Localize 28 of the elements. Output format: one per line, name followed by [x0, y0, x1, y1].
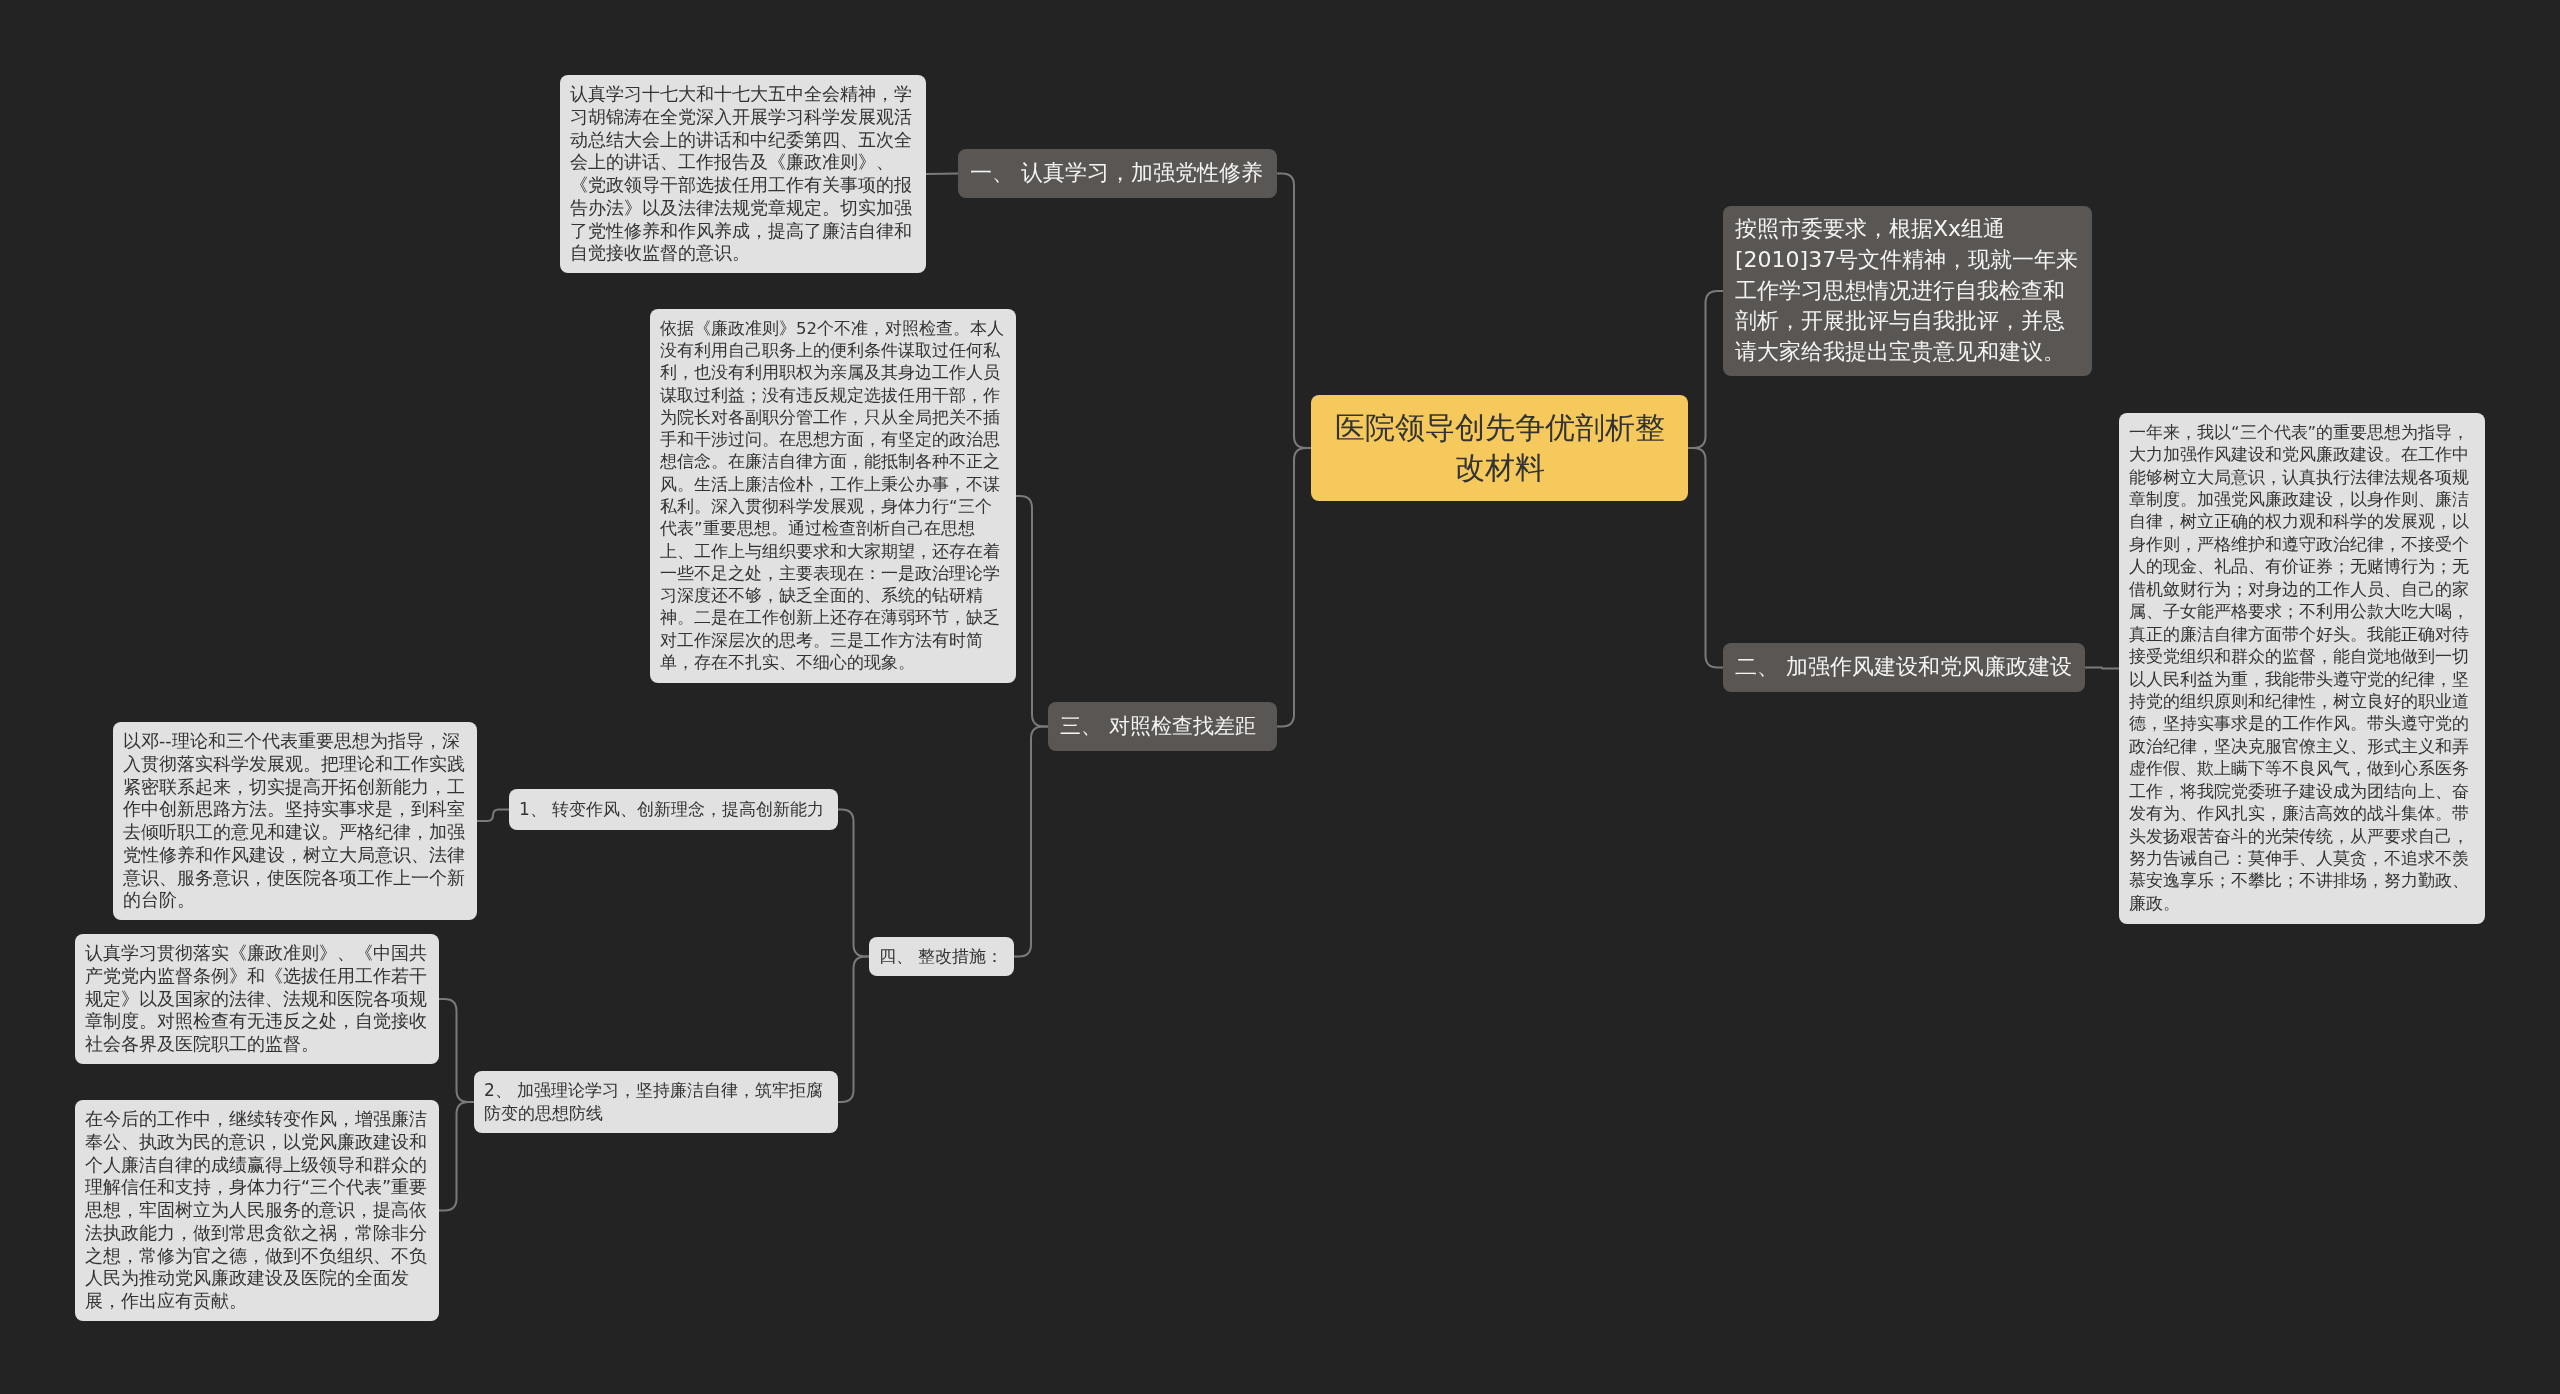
topic-box: [1723, 643, 2085, 692]
central-topic-box: [1311, 395, 1688, 501]
connector-line: [476, 808, 510, 822]
topic-text: 二、 加强作风建设和党风廉政建设: [1735, 653, 2073, 682]
topic-text: 在今后的工作中，继续转变作风，增强廉洁奉公、执政为民的意识，以党风廉政建设和个人廉洁自律的成绩赢得上级领导和群众的理解信任和支持，身体力行“三个代表”重要思想，牢固树立为人民服务的意识，提高依法执政能力，做到常思贪欲之祸，常除非分之想，常修为官之德，做到不负组织、不负人民为推动党风廉政建设及医院的全面发展，作出应有贡献。: [85, 1108, 429, 1313]
topic-box: [1048, 702, 1277, 751]
topic-text: 四、 整改措施：: [879, 945, 1004, 968]
topic-text: 一、 认真学习，加强党性修养: [970, 159, 1264, 188]
note-box: [75, 934, 439, 1064]
connector-line: [2084, 666, 2120, 670]
topic-text: 依据《廉政准则》52个不准，对照检查。本人没有利用自己职务上的便利条件谋取过任何私利，也没有利用职权为亲属及其身边工作人员谋取过利益；没有违反规定选拔任用干部，作为院长对各副职分管工作，只从全局把关不插手和干涉过问。在思想方面，有坚定的政治思想信念。在廉洁自律方面，能抵制各种不正之风。生活上廉洁俭朴，工作上秉公办事，不谋私利。深入贯彻科学发展观，身体力行“三个代表”重要思想。通过检查剖析自己在思想上、工作上与组织要求和大家期望，还存在着一些不足之处，主要表现在：一是政治理论学习深度还不够，缺乏全面的、系统的钻研精神。二是在工作创新上还存在薄弱环节，缺乏对工作深层次的思考。三是工作方法有时简单，存在不扎实、不细心的现象。: [660, 317, 1005, 674]
topic-text: 一年来，我以“三个代表”的重要思想为指导，大力加强作风建设和党风廉政建设。在工作中能够树立大局意识，认真执行法律法规各项规章制度。加强党风廉政建设，以身作则、廉洁自律，树立正确的权力观和科学的发展观，以身作则，严格维护和遵守政治纪律，不接受个人的现金、礼品、有价证券；无赌博行为；无借机敛财行为；对身边的工作人员、自己的家属、子女能严格要求；不利用公款大吃大喝，真正的廉洁自律方面带个好头。我能正确对待接受党组织和群众的监督，能自觉地做到一切以人民利益为重，我能带头遵守党的纪律，坚持党的组织原则和纪律性，树立良好的职业道德，坚持实事求是的工作作风。带头遵守党的政治纪律，坚决克服官僚主义、形式主义和弄虚作假、欺上瞒下等不良风气，做到心系医务工作，将我院党委班子建设成为团结向上、奋发有为、作风扎实，廉洁高效的战斗集体。带头发扬艰苦奋斗的光荣传统，从严要求自己，努力告诫自己：莫伸手、人莫贪，不追求不羡慕安逸享乐；不攀比；不讲排场，努力勤政、廉政。: [2129, 421, 2471, 915]
topic-text: 三、 对照检查找差距: [1060, 712, 1257, 740]
connector-line: [925, 172, 959, 175]
note-box: [509, 789, 838, 830]
connector-line: [1276, 447, 1312, 728]
connector-line: [837, 955, 870, 1103]
topic-text: 认真学习贯彻落实《廉政准则》、《中国共产党党内监督条例》和《选拔任用工作若干规定》以及国家的法律、法规和医院各项规章制度。对照检查有无违反之处，自觉接收社会各界及医院职工的监督。: [85, 942, 428, 1056]
topic-text: 以邓--理论和三个代表重要思想为指导，深入贯彻落实科学发展观。把理论和工作实践紧密联系起来，切实提高开拓创新能力，工作中创新思路方法。坚持实事求是，到科室去倾听职工的意见和建议。严格纪律，加强党性修养和作风建设，树立大局意识、法律意识、服务意识，使医院各项工作上一个新的台阶。: [123, 730, 466, 912]
topic-box: [958, 149, 1277, 198]
topic-text: 认真学习十七大和十七大五中全会精神，学习胡锦涛在全党深入开展学习科学发展观活动总结大会上的讲话和中纪委第四、五次全会上的讲话、工作报告及《廉政准则》、《党政领导干部选拔任用工作有关事项的报告办法》以及法律法规党章规定。切实加强了党性修养和作风养成，提高了廉洁自律和自觉接收监督的意识。: [570, 83, 913, 265]
topic-title: 医院领导创先争优剖析整改材料: [1333, 408, 1666, 487]
topic-box: [1723, 206, 2092, 376]
topic-text: 按照市委要求，根据Xx组通[2010]37号文件精神，现就一年来工作学习思想情况进行自我检查和剖析，开展批评与自我批评，并恳请大家给我提出宝贵意见和建议。: [1735, 215, 2080, 367]
note-box: [474, 1071, 838, 1133]
topic-text: 2、 加强理论学习，坚持廉洁自律，筑牢拒腐防变的思想防线: [484, 1079, 825, 1125]
topic-text: 1、 转变作风、创新理念，提高创新能力: [519, 798, 826, 821]
note-box: [869, 937, 1014, 976]
